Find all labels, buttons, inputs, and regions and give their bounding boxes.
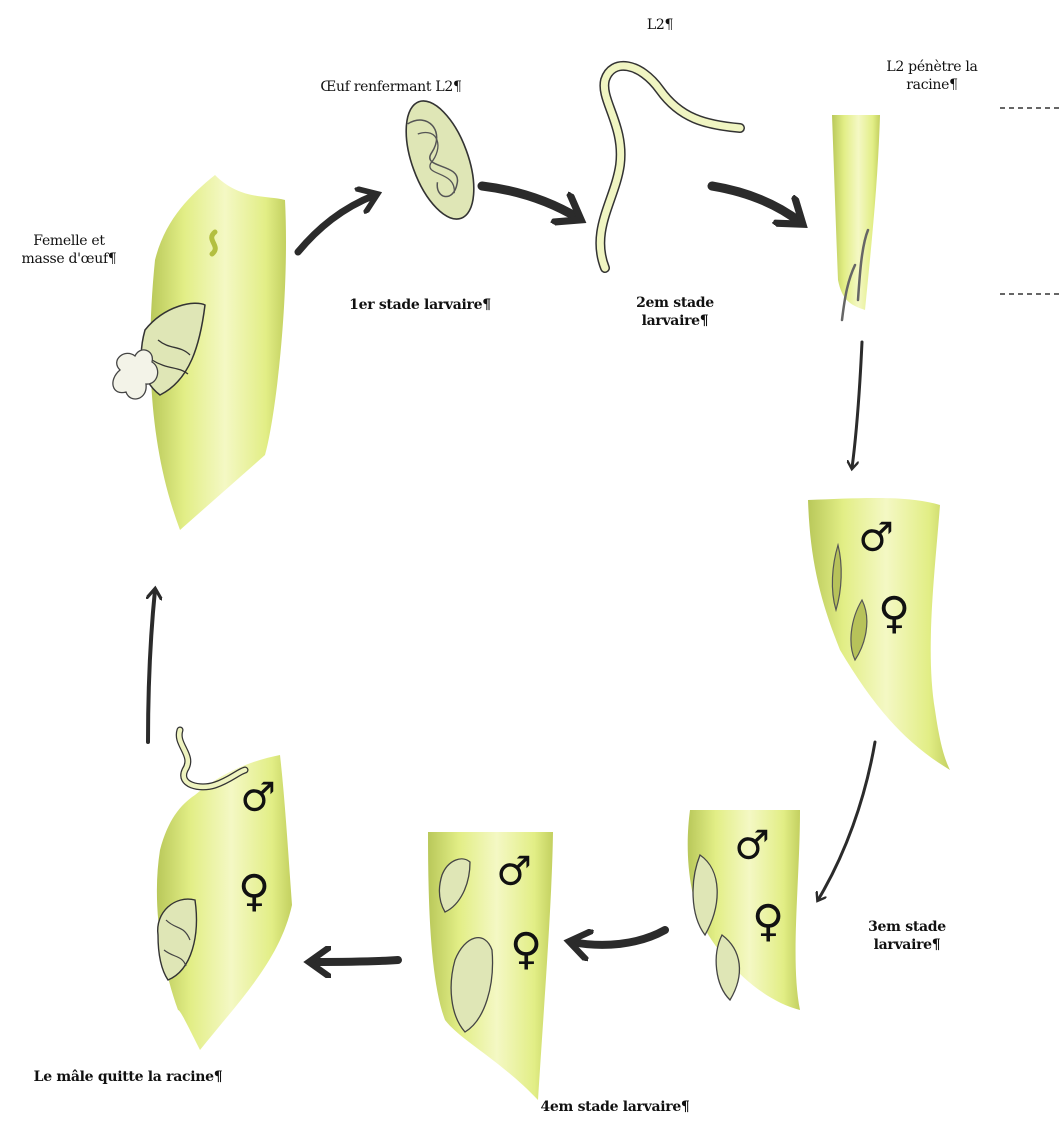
male-symbol-icon: ♂ bbox=[858, 518, 894, 558]
l2-juvenile-worm bbox=[600, 66, 740, 268]
female-symbol-icon: ♀ bbox=[510, 928, 542, 972]
arrow-icon bbox=[312, 960, 398, 962]
arrow-icon bbox=[148, 590, 155, 742]
label-stage-1: 1er stade larvaire¶ bbox=[320, 296, 520, 314]
egg-with-l2 bbox=[392, 92, 487, 228]
label-stage-2: 2em stade larvaire¶ bbox=[610, 294, 740, 330]
female-symbol-icon: ♀ bbox=[238, 870, 270, 914]
female-symbol-icon: ♀ bbox=[878, 592, 910, 636]
male-symbol-icon: ♂ bbox=[240, 778, 276, 818]
root-tip-l2-penetrating bbox=[832, 115, 880, 320]
arrow-icon bbox=[482, 186, 578, 218]
label-egg-contains-l2: Œuf renfermant L2¶ bbox=[296, 78, 486, 96]
juvenile-worm-icon bbox=[212, 232, 216, 254]
label-female-egg-mass: Femelle et masse d'œuf¶ bbox=[4, 232, 134, 268]
label-male-leaves-root: Le mâle quitte la racine¶ bbox=[8, 1068, 248, 1086]
arrow-icon bbox=[572, 930, 665, 945]
arrow-icon bbox=[298, 195, 375, 252]
label-l2-penetrates-root: L2 pénètre la racine¶ bbox=[862, 58, 1002, 94]
female-symbol-icon: ♀ bbox=[752, 900, 784, 944]
root-female-egg-mass bbox=[113, 175, 286, 530]
arrow-icon bbox=[852, 342, 862, 468]
label-stage-4: 4em stade larvaire¶ bbox=[505, 1098, 725, 1116]
egg-mass-icon bbox=[113, 350, 158, 399]
male-symbol-icon: ♂ bbox=[496, 852, 532, 892]
arrow-icon bbox=[818, 742, 875, 900]
label-l2-top: L2¶ bbox=[620, 16, 700, 34]
label-stage-3: 3em stade larvaire¶ bbox=[842, 918, 972, 954]
male-symbol-icon: ♂ bbox=[734, 826, 770, 866]
arrow-icon bbox=[712, 186, 800, 222]
